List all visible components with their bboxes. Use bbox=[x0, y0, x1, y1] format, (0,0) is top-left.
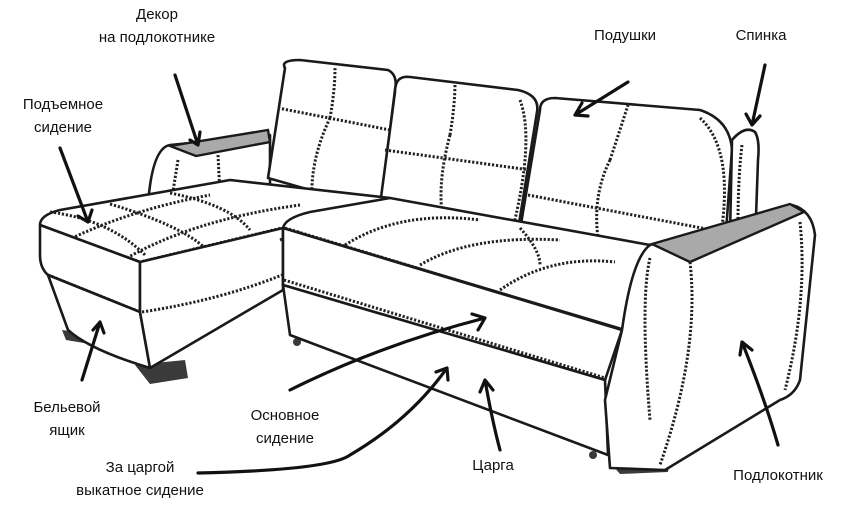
label-line: на подлокотнике bbox=[98, 29, 216, 46]
arrow-frame-rail bbox=[478, 378, 502, 452]
arrow-cushions bbox=[573, 80, 630, 118]
label-line: За царгой bbox=[105, 459, 175, 476]
label-line: Бельевой bbox=[33, 399, 101, 416]
label-cushions: Подушки bbox=[593, 27, 657, 44]
arrow-rollout-seat bbox=[196, 366, 450, 475]
wheel bbox=[589, 451, 597, 459]
label-line: ящик bbox=[49, 422, 85, 439]
label-lift-seat: Подъемное сидение bbox=[23, 93, 103, 139]
label-rollout-seat: За царгой выкатное сидение bbox=[76, 456, 204, 502]
label-armrest-decor: Декор на подлокотнике bbox=[99, 3, 215, 49]
arrow-main-seat bbox=[288, 312, 487, 392]
arrow-linen-box bbox=[80, 320, 106, 382]
chaise-side bbox=[138, 226, 285, 370]
label-line: сидение bbox=[256, 430, 314, 447]
arrow-backrest bbox=[744, 63, 767, 127]
label-frame-rail: Царга bbox=[472, 457, 514, 474]
label-line: выкатное сидение bbox=[76, 482, 204, 499]
label-line: сидение bbox=[34, 119, 92, 136]
label-main-seat: Основное сидение bbox=[251, 404, 320, 450]
left-armrest-decor bbox=[165, 128, 272, 158]
wheel bbox=[293, 338, 301, 346]
label-backrest: Спинка bbox=[735, 27, 787, 44]
right-armrest bbox=[603, 203, 817, 472]
label-line: Основное bbox=[250, 407, 320, 424]
label-line: Подъемное bbox=[22, 96, 104, 113]
label-linen-box: Бельевой ящик bbox=[33, 396, 100, 442]
right-armrest-decor bbox=[648, 202, 807, 264]
label-line: Декор bbox=[136, 6, 178, 23]
arrow-lift-seat bbox=[58, 146, 94, 224]
arrow-armrest-decor bbox=[173, 73, 202, 147]
arrow-armrest bbox=[738, 340, 780, 447]
label-armrest: Подлокотник bbox=[733, 467, 823, 484]
